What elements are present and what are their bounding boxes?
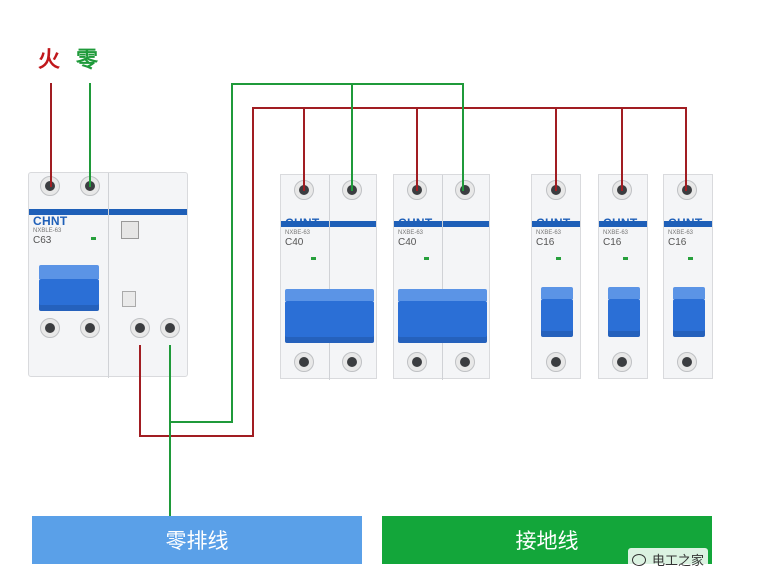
breaker-1p-c16-a: CHNT NXBE-63 C16 — [531, 174, 581, 379]
breaker-brand: CHNT — [603, 216, 638, 230]
breaker-rating: C16 — [668, 237, 687, 248]
indicator-led — [424, 257, 429, 260]
breaker-rating: C63 — [33, 235, 52, 246]
breaker-rating: C40 — [398, 237, 417, 248]
live-distribution-wire — [139, 107, 687, 437]
indicator-led — [556, 257, 561, 260]
terminal-screw — [294, 352, 314, 372]
indicator-led — [623, 257, 628, 260]
terminal-screw — [130, 318, 150, 338]
breaker-rating: C16 — [603, 237, 622, 248]
breaker-brand: CHNT — [536, 216, 571, 230]
test-button[interactable] — [121, 221, 139, 239]
neutral-label: 零 — [76, 48, 99, 73]
breaker-2p-c40-b: CHNT NXBE-63 C40 — [393, 174, 490, 380]
terminal-screw — [40, 318, 60, 338]
toggle-cap — [39, 265, 99, 279]
breaker-brand: CHNT — [668, 216, 703, 230]
toggle-handle[interactable] — [541, 299, 573, 337]
terminal-screw — [80, 318, 100, 338]
breaker-brand: CHNT — [398, 216, 433, 230]
neutral-bar-label: 零排线 — [165, 529, 229, 553]
ground-bar-label: 接地线 — [515, 529, 579, 553]
breaker-rating: C16 — [536, 237, 555, 248]
watermark-text: 电工之家 — [652, 554, 705, 569]
breaker-model: NXBE-63 — [668, 230, 694, 236]
terminal-screw — [612, 352, 632, 372]
toggle-handle[interactable] — [285, 301, 374, 343]
breaker-2p-c40-a: CHNT NXBE-63 C40 — [280, 174, 377, 380]
terminal-screw — [677, 352, 697, 372]
blue-band — [281, 221, 376, 227]
watermark: 电工之家 — [628, 548, 709, 571]
terminal-screw — [407, 352, 427, 372]
breaker-model: NXBE-63 — [285, 230, 311, 236]
live-label: 火 — [38, 48, 61, 73]
indicator-led — [688, 257, 693, 260]
breaker-brand: CHNT — [33, 214, 68, 228]
terminal-screw — [546, 352, 566, 372]
blue-band — [599, 221, 647, 227]
toggle-handle[interactable] — [398, 301, 487, 343]
toggle-cap — [541, 287, 573, 299]
toggle-cap — [608, 287, 640, 299]
breaker-brand: CHNT — [285, 216, 320, 230]
breaker-1p-c16-c: CHNT NXBE-63 C16 — [663, 174, 713, 379]
terminal-screw — [160, 318, 180, 338]
breaker-1p-c16-b: CHNT NXBE-63 C16 — [598, 174, 648, 379]
main-rcbo-breaker: CHNT NXBLE-63 C63 — [28, 172, 188, 378]
blue-band — [532, 221, 580, 227]
main-toggle-handle[interactable] — [39, 279, 99, 311]
breaker-rating: C40 — [285, 237, 304, 248]
neutral-bar: 零排线 — [32, 516, 362, 564]
breaker-model: NXBLE-63 — [33, 228, 62, 234]
indicator-led — [91, 237, 96, 240]
neutral-distribution-wire — [169, 83, 464, 519]
breaker-model: NXBE-63 — [398, 230, 424, 236]
blue-band — [394, 221, 489, 227]
terminal-screw — [455, 352, 475, 372]
toggle-cap — [398, 289, 487, 301]
terminal-screw — [342, 352, 362, 372]
rcd-reset-button[interactable] — [122, 291, 136, 307]
terminal-screw — [455, 180, 475, 200]
toggle-handle[interactable] — [608, 299, 640, 337]
toggle-handle[interactable] — [673, 299, 705, 337]
toggle-cap — [285, 289, 374, 301]
toggle-cap — [673, 287, 705, 299]
breaker-model: NXBE-63 — [603, 230, 629, 236]
blue-band — [664, 221, 712, 227]
indicator-led — [311, 257, 316, 260]
breaker-model: NXBE-63 — [536, 230, 562, 236]
